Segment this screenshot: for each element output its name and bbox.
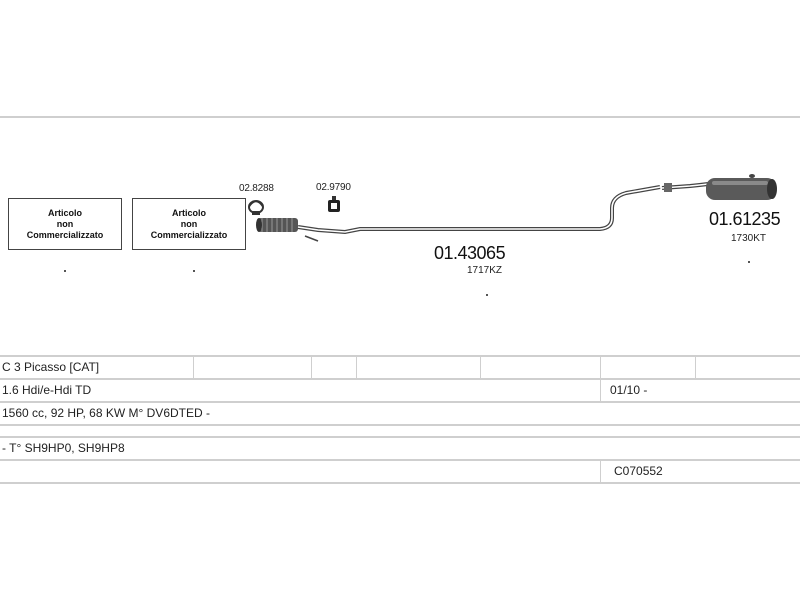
box-line: non (56, 218, 74, 229)
vehicle-engine: 1.6 Hdi/e-Hdi TD (2, 383, 92, 397)
clamp-code: 02.8288 (239, 183, 274, 194)
table-row: 1560 cc, 92 HP, 68 KW M° DV6DTED - (0, 403, 800, 426)
box-line: Commercializzato (150, 229, 228, 240)
clamp-icon (248, 200, 264, 215)
exhaust-system-drawing (248, 174, 777, 242)
column-divider (600, 357, 601, 378)
hanger-icon (328, 196, 340, 212)
marker-dot (64, 270, 66, 272)
rear-part-code: 01.61235 (709, 209, 781, 229)
marker-dot (193, 270, 195, 272)
middle-pipe-icon (297, 185, 661, 242)
vehicle-table: C 3 Picasso [CAT] 1.6 Hdi/e-Hdi TD 01/10… (0, 355, 800, 484)
marker-dot (486, 294, 488, 296)
vehicle-model: C 3 Picasso [CAT] (2, 360, 100, 374)
box-line: Articolo (47, 207, 82, 218)
marker-dot (748, 261, 750, 263)
column-divider (600, 380, 601, 401)
column-divider (480, 357, 481, 378)
table-row: - T° SH9HP0, SH9HP8 (0, 438, 800, 461)
table-row (0, 426, 800, 438)
box-line: Articolo (171, 207, 206, 218)
column-divider (695, 357, 696, 378)
rear-muffler-icon (661, 174, 777, 200)
not-available-box-1: Articolo non Commercializzato (8, 198, 122, 250)
column-divider (311, 357, 312, 378)
box-line: Commercializzato (26, 229, 104, 240)
rear-part-ref: 1730KT (731, 233, 767, 244)
flex-pipe-icon (256, 218, 298, 232)
hanger-code: 02.9790 (316, 182, 351, 193)
not-available-box-2: Articolo non Commercializzato (132, 198, 246, 250)
table-row: C 3 Picasso [CAT] (0, 355, 800, 380)
column-divider (600, 461, 601, 482)
column-divider (356, 357, 357, 378)
vehicle-specs: 1560 cc, 92 HP, 68 KW M° DV6DTED - (2, 406, 210, 420)
middle-part-ref: 1717KZ (467, 265, 503, 276)
table-row: 1.6 Hdi/e-Hdi TD 01/10 - (0, 380, 800, 403)
vehicle-date-range: 01/10 - (610, 383, 648, 397)
table-row: C070552 (0, 461, 800, 484)
top-divider (0, 116, 800, 118)
box-line: non (180, 218, 198, 229)
middle-part-code: 01.43065 (434, 243, 506, 263)
vehicle-type-codes: - T° SH9HP0, SH9HP8 (2, 441, 125, 455)
column-divider (193, 357, 194, 378)
catalog-code: C070552 (614, 464, 663, 478)
